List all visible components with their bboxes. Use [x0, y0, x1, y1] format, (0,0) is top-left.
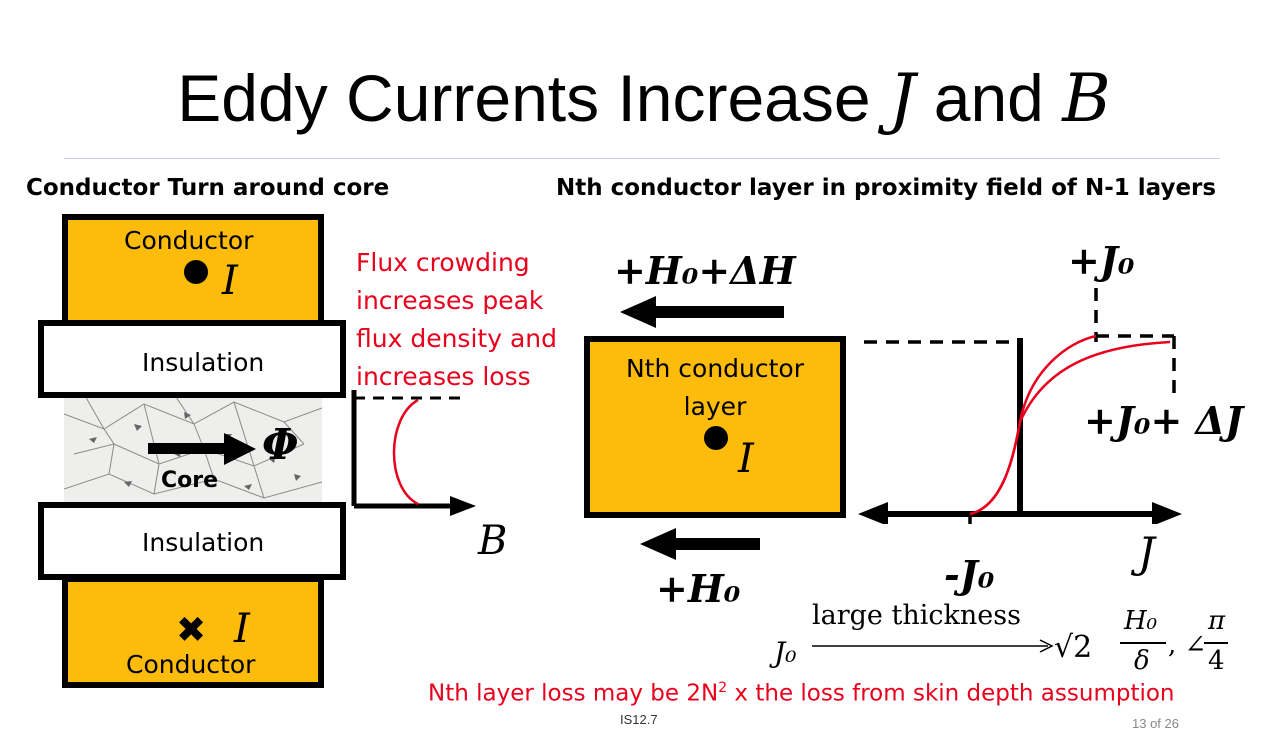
- j-axis-label: J: [1138, 528, 1155, 577]
- flux-crowding-note-line: Flux crowding: [356, 248, 530, 277]
- insulation-bottom-label: Insulation: [142, 528, 265, 557]
- formula-lhs: J₀: [774, 636, 797, 669]
- formula-arrow-label: large thickness: [812, 600, 1021, 631]
- nth-layer-label: Nth conductor layer: [584, 350, 846, 426]
- nth-layer-label-line: layer: [683, 392, 747, 421]
- flux-density-curve: [392, 398, 419, 506]
- b-axis-label: B: [478, 518, 508, 564]
- loss-note-text: Nth layer loss may be 2N: [428, 680, 719, 707]
- plot-arrowhead: [450, 496, 476, 516]
- conductor-bottom-label: Conductor: [126, 650, 256, 679]
- current-out-dot-icon: [184, 260, 208, 284]
- title-divider: [64, 158, 1220, 159]
- field-bottom-label: +H₀: [656, 566, 741, 611]
- conductor-top-current: I: [222, 258, 238, 304]
- flux-arrow-icon: [148, 433, 256, 465]
- loss-note-superscript: 2: [718, 680, 728, 696]
- plus-j0-label: +J₀: [1068, 238, 1135, 283]
- formula-angle-den: 4: [1208, 646, 1225, 676]
- right-panel-heading: Nth conductor layer in proximity field o…: [556, 175, 1217, 201]
- conductor-bottom: [62, 576, 324, 688]
- page-number: 13 of 26: [1132, 716, 1179, 731]
- title-symbol-b: B: [1062, 60, 1111, 137]
- loss-note-text-end: x the loss from skin depth assumption: [727, 680, 1175, 707]
- formula-arrow-icon: [812, 639, 1054, 653]
- left-panel-heading: Conductor Turn around core: [26, 175, 390, 201]
- field-top-arrow-icon: [620, 296, 784, 328]
- formula-sqrt: √2: [1054, 630, 1093, 665]
- conductor-bottom-current: I: [234, 606, 250, 652]
- nth-layer-label-line: Nth conductor: [625, 354, 804, 383]
- current-in-cross-icon: ✖: [176, 610, 207, 651]
- layer-current-dot-icon: [704, 426, 728, 450]
- slide-code: IS12.7: [620, 712, 658, 727]
- flux-symbol: Φ: [262, 420, 299, 469]
- title-symbol-j: J: [888, 60, 916, 137]
- flux-crowding-note-line: increases peak: [356, 286, 544, 315]
- formula-fraction-bar: [1120, 642, 1166, 644]
- formula-denominator: δ: [1134, 646, 1150, 676]
- title-and: and: [915, 61, 1063, 135]
- asymptote-formula: J₀ large thickness √2 H₀ δ , ∠ π 4: [772, 600, 1232, 684]
- conductor-top-label: Conductor: [124, 226, 254, 255]
- insulation-top-label: Insulation: [142, 348, 265, 377]
- slide-title: Eddy Currents Increase J and B: [0, 58, 1288, 139]
- field-top-label: +H₀+ΔH: [614, 248, 796, 293]
- current-density-curve-b: [969, 340, 1171, 516]
- formula-numerator: H₀: [1124, 606, 1158, 636]
- core-texture-icon: [64, 394, 322, 499]
- flux-crowding-note-line: flux density and: [356, 324, 557, 353]
- flux-crowding-note-line: increases loss: [356, 362, 531, 391]
- title-text: Eddy Currents Increase: [177, 61, 889, 135]
- loss-note: Nth layer loss may be 2N2 x the loss fro…: [428, 680, 1175, 707]
- formula-angle-num: π: [1208, 606, 1226, 636]
- insulation-top: [38, 320, 346, 398]
- flux-crowding-note: Flux crowding increases peak flux densit…: [356, 244, 557, 396]
- current-density-plot: [858, 288, 1182, 524]
- flux-density-plot: [351, 390, 476, 516]
- field-bottom-arrow-icon: [640, 528, 760, 560]
- formula-angle: , ∠: [1168, 630, 1207, 660]
- plus-j0-delta-label: +J₀+ ΔJ: [1084, 398, 1243, 443]
- core-label: Core: [161, 468, 219, 493]
- layer-current-symbol: I: [738, 436, 754, 482]
- minus-j0-label: -J₀: [944, 552, 995, 597]
- plot-arrowhead-left: [858, 502, 888, 524]
- plot-arrowhead-right: [1152, 502, 1182, 524]
- formula-angle-bar: [1204, 642, 1228, 644]
